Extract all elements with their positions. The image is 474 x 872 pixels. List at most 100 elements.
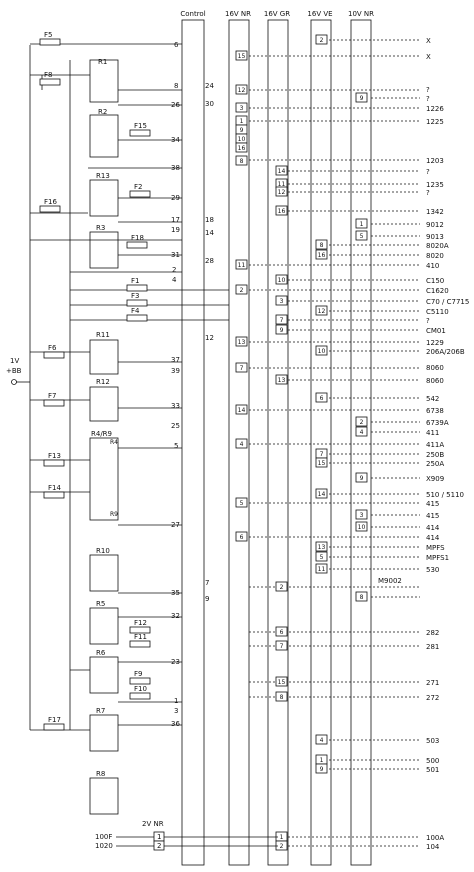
relay-r7-label: R7 <box>96 707 105 715</box>
control-pin-36: 36 <box>171 720 180 728</box>
fuse-f10-label: F10 <box>134 685 147 693</box>
fuse-f1-label: F1 <box>131 277 139 285</box>
connector-pin-label: 2 <box>280 843 284 850</box>
control-pin-17: 17 <box>171 216 180 224</box>
fuse-f8-label: F8 <box>44 71 52 79</box>
connector-pin <box>235 50 248 61</box>
connector-pin <box>275 840 288 851</box>
connector-pin <box>315 345 328 356</box>
connector-pin <box>235 531 248 542</box>
connector-pin-label: 16 <box>238 145 246 152</box>
fuse-f6-label: F6 <box>48 344 57 352</box>
relay-r7 <box>89 714 119 752</box>
connector-pin-label: 10 <box>278 277 286 284</box>
control-pin-34: 34 <box>171 136 180 144</box>
relay-r12 <box>89 386 119 422</box>
connector-pin-label: 11 <box>318 566 326 573</box>
connector-pin-label: 9 <box>360 475 364 482</box>
control-pin-38: 38 <box>171 164 180 172</box>
fuse-f15-label: F15 <box>134 122 147 130</box>
output-label: 1229 <box>426 339 444 347</box>
output-label: ? <box>426 86 430 94</box>
connector-pin-label: 9 <box>320 766 324 773</box>
connector-pin <box>275 324 288 335</box>
fuse-f15 <box>129 129 151 137</box>
connector-pin <box>315 305 328 316</box>
relay-r3-label: R3 <box>96 224 105 232</box>
connector-pin-label: 4 <box>320 737 324 744</box>
control-pin-32: 32 <box>171 612 180 620</box>
output-label: ? <box>426 317 430 325</box>
control-pin-31: 31 <box>171 251 180 259</box>
output-label: 410 <box>426 262 439 270</box>
output-label: 282 <box>426 629 439 637</box>
svg-text:2: 2 <box>157 842 161 850</box>
output-label: MPFS1 <box>426 554 449 562</box>
connector-16v-gr <box>267 19 289 866</box>
fuse-f11 <box>129 640 151 648</box>
connector-pin-label: 8 <box>240 158 244 165</box>
fuse-f12 <box>129 626 151 634</box>
control-pin-14: 14 <box>205 229 214 237</box>
connector-pin-label: 10 <box>238 136 246 143</box>
connector-pin <box>355 230 368 241</box>
connector-pin <box>275 374 288 385</box>
relay-r1-label: R1 <box>98 58 107 66</box>
connector-pin-label: 1 <box>360 221 364 228</box>
control-pin-23: 23 <box>171 658 180 666</box>
connector-pin <box>315 392 328 403</box>
output-label: 8060 <box>426 364 444 372</box>
connector-pin <box>235 142 248 153</box>
connector-pin <box>235 438 248 449</box>
relay-r1 <box>89 59 119 103</box>
control-pin-19: 19 <box>171 226 180 234</box>
connector-pin <box>315 541 328 552</box>
connector-pin <box>275 205 288 216</box>
relay-r6-label: R6 <box>96 649 106 657</box>
output-label: 414 <box>426 524 440 532</box>
fuse-f5-label: F5 <box>44 31 52 39</box>
output-label: 1342 <box>426 208 444 216</box>
connector-pin <box>355 521 368 532</box>
connector-pin-label: 10 <box>318 348 326 355</box>
fuse-f16-label: F16 <box>44 198 57 206</box>
connector-pin-label: 3 <box>240 105 244 112</box>
control-pin-37: 37 <box>171 356 180 364</box>
output-label: 542 <box>426 395 439 403</box>
connector-pin <box>275 186 288 197</box>
connector-10v-nr <box>350 19 372 866</box>
relay-r11-label: R11 <box>96 331 110 339</box>
output-label: 104 <box>426 843 440 851</box>
connector-pin-label: 8 <box>280 694 284 701</box>
connector-pin <box>315 34 328 45</box>
connector-16v-ve-header: 16V VE <box>307 10 332 18</box>
output-label: 6738 <box>426 407 444 415</box>
fuse-f4-label: F4 <box>131 307 140 315</box>
connector-pin-label: 5 <box>240 500 244 507</box>
output-label: 100A <box>426 834 444 842</box>
fuse-f1 <box>126 284 148 292</box>
relay-r6 <box>89 656 119 694</box>
connector-pin <box>275 274 288 285</box>
connector-pin-label: 12 <box>318 308 326 315</box>
connector-pin <box>355 509 368 520</box>
fuse-f2 <box>129 190 151 198</box>
connector-pin-label: 9 <box>240 127 244 134</box>
connector-pin <box>315 763 328 774</box>
relay-r13-label: R13 <box>96 172 110 180</box>
control-pin-30: 30 <box>205 100 214 108</box>
connector-pin <box>355 416 368 427</box>
connector-pin-label: 1 <box>280 834 284 841</box>
connector-pin-label: 6 <box>280 629 284 636</box>
fuse-f9-label: F9 <box>134 670 142 678</box>
connector-pin-label: 13 <box>238 339 246 346</box>
relay-r4-label: R4 <box>110 439 118 446</box>
connector-pin <box>315 734 328 745</box>
bus-lines <box>29 45 71 730</box>
connector-pin-label: 4 <box>360 429 364 436</box>
connector-pin <box>235 497 248 508</box>
fuse-f13 <box>43 459 65 467</box>
connector-16v-nr <box>228 19 250 866</box>
control-pin-29: 29 <box>171 194 180 202</box>
